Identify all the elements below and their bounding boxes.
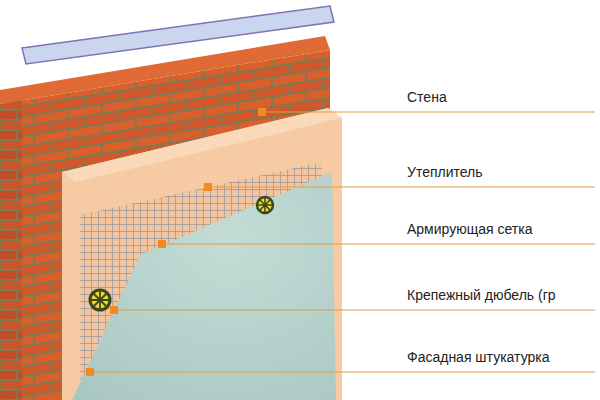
facade-plaster [72,172,336,400]
layer-label: Стена [407,89,447,106]
layer-label: Крепежный дюбель (гр [407,287,556,304]
layer-label: Армирующая сетка [407,221,532,238]
dowel [90,290,110,310]
layer-label: Утеплитель [407,164,483,181]
brick-side [0,100,22,400]
dowel [257,197,273,213]
insulation-layer [62,108,342,400]
leader-lines [90,112,595,372]
leader-dots [86,108,266,376]
layer-label: Фасадная штукатурка [407,349,550,366]
